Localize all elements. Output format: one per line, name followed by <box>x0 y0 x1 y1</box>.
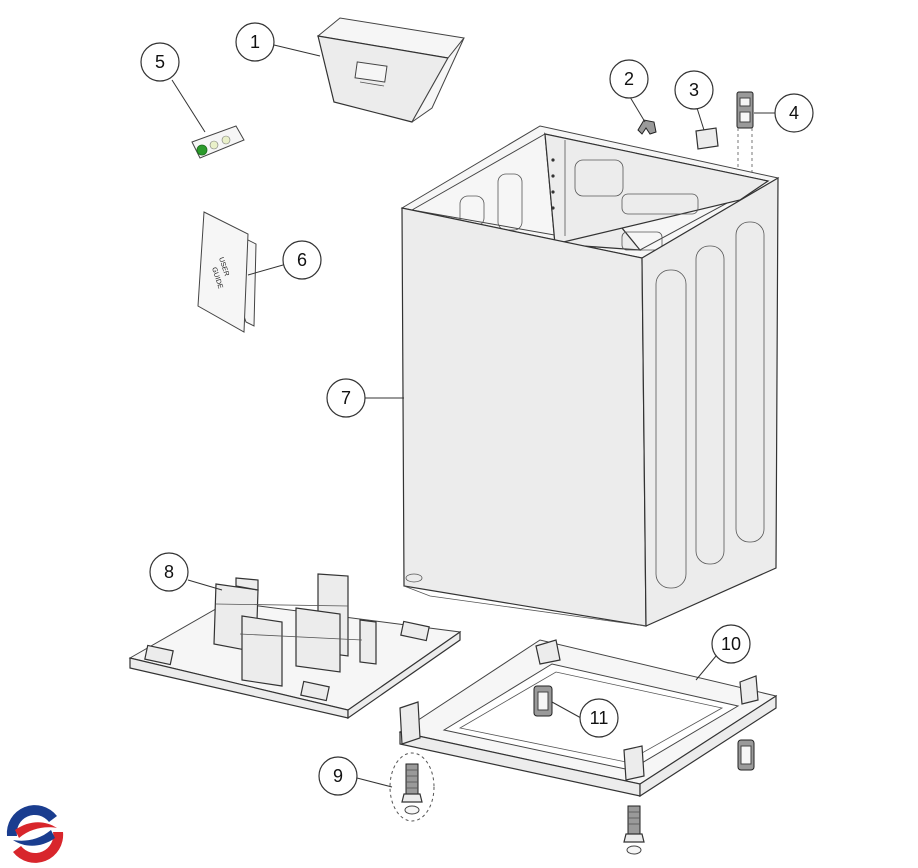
callout-1-label: 1 <box>250 32 260 52</box>
callout-11-label: 11 <box>590 708 609 728</box>
part-7-cabinet <box>400 125 780 627</box>
callout-10: 10 <box>711 624 751 664</box>
part-11-foot-pads <box>533 685 755 771</box>
callout-4-label: 4 <box>789 103 799 123</box>
callout-1: 1 <box>235 22 275 62</box>
leveling-leg-second <box>623 805 645 855</box>
callout-9-label: 9 <box>333 766 343 786</box>
callout-5: 5 <box>140 42 180 82</box>
callout-6-label: 6 <box>297 250 307 270</box>
callout-4: 4 <box>774 93 814 133</box>
part-2-clip <box>637 119 657 135</box>
part-5-hose-part <box>191 125 245 159</box>
callout-8-label: 8 <box>164 562 174 582</box>
part-9-leveling-leg <box>389 752 435 822</box>
callout-6: 6 <box>282 240 322 280</box>
leader-lines <box>171 44 775 788</box>
callout-5-label: 5 <box>155 52 165 72</box>
callout-10-label: 10 <box>721 634 741 654</box>
part-1-dispenser-drawer <box>316 17 465 123</box>
callout-3: 3 <box>674 70 714 110</box>
part-6-user-guide: USER GUIDE <box>197 211 257 333</box>
callout-7: 7 <box>326 378 366 418</box>
callout-9: 9 <box>318 756 358 796</box>
part-8-shipping-base <box>128 573 462 720</box>
callout-7-label: 7 <box>341 388 351 408</box>
brand-swirl-logo <box>4 803 66 865</box>
callout-8: 8 <box>149 552 189 592</box>
callout-2: 2 <box>609 59 649 99</box>
part-3-pad <box>695 127 719 150</box>
callout-2-label: 2 <box>624 69 634 89</box>
callout-11: 11 <box>579 698 619 738</box>
part-4-lock-bracket <box>736 91 754 185</box>
callout-3-label: 3 <box>689 80 699 100</box>
